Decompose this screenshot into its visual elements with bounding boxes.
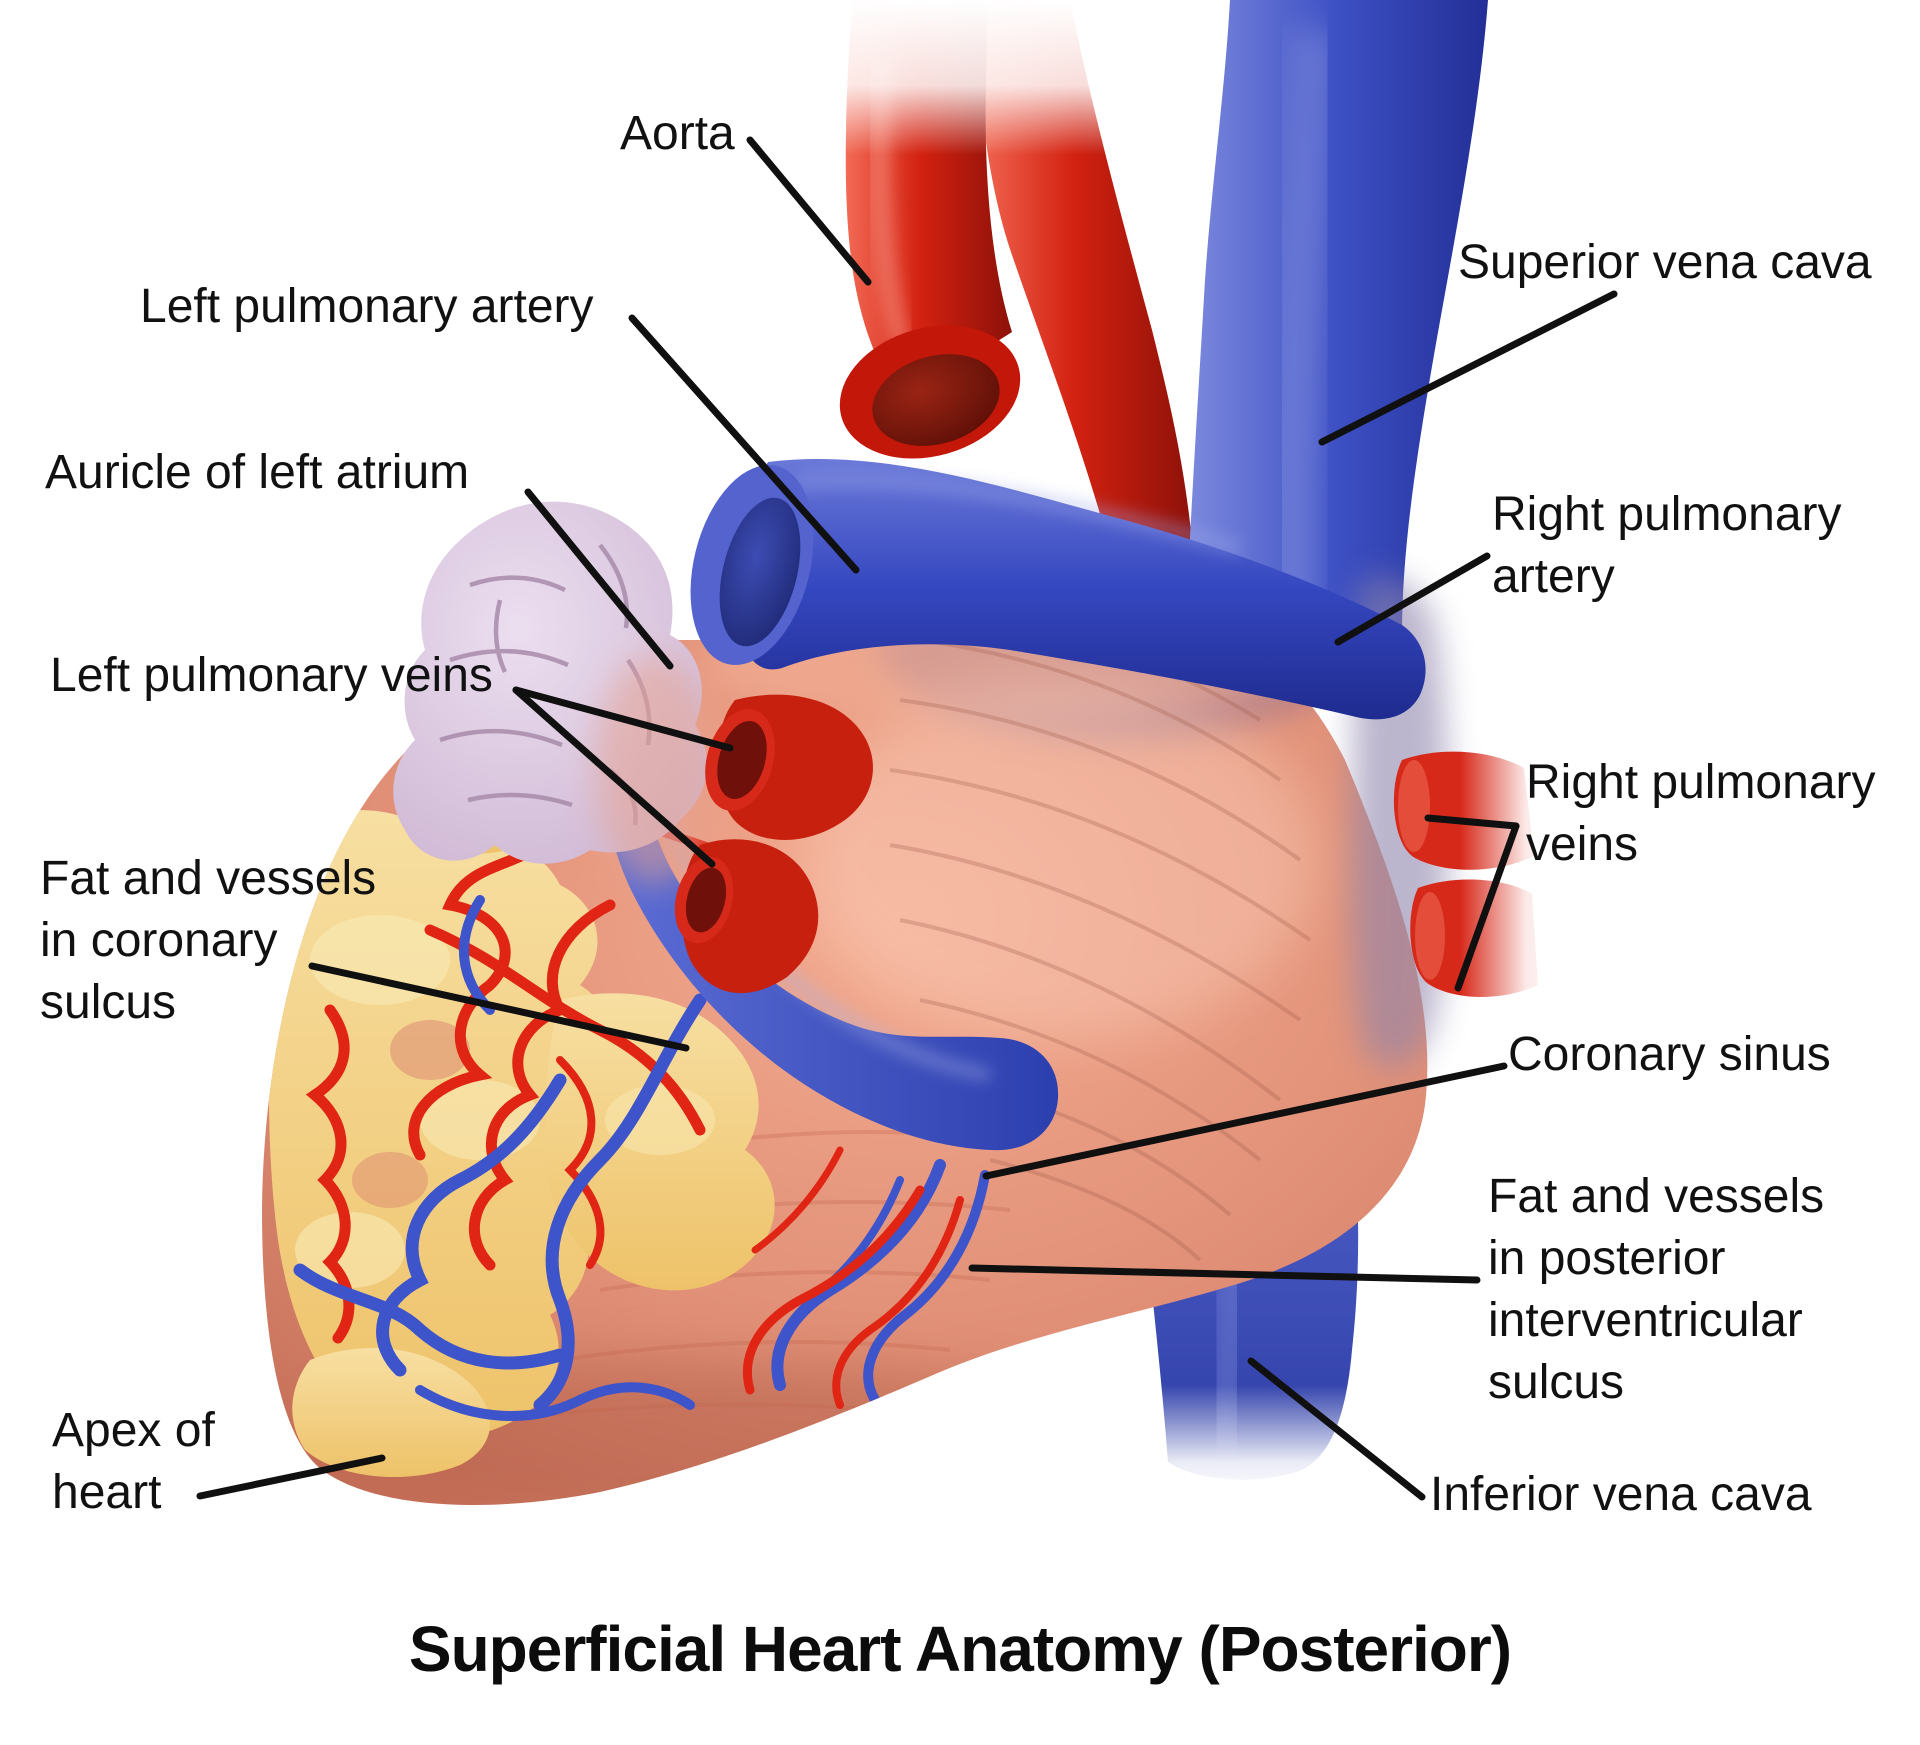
posterior-interventricular-vessels	[742, 1146, 990, 1409]
label-right-pulmonary-veins-leader	[1454, 822, 1520, 992]
label-inferior-vena-cava-leader	[1247, 1357, 1426, 1501]
figure-title: Superficial Heart Anatomy (Posterior)	[408, 1613, 1512, 1685]
pulmonary-arteries	[690, 459, 1426, 720]
label-fat-coronary-sulcus-leader	[308, 962, 690, 1052]
label-apex-of-heart-leader	[196, 1454, 386, 1500]
label-coronary-sinus-leader	[982, 1062, 1508, 1180]
auricle-of-left-atrium	[393, 501, 715, 885]
label-auricle-of-left-atrium-leader	[524, 488, 674, 670]
label-left-pulmonary-veins-leader	[512, 686, 734, 752]
label-superior-vena-cava-leader	[1318, 290, 1618, 446]
right-pulmonary-artery	[739, 459, 1426, 720]
label-aorta-leader	[746, 136, 872, 286]
superior-vena-cava	[1185, 0, 1488, 645]
label-left-pulmonary-veins-leader	[512, 686, 716, 868]
cardiac-veins	[293, 895, 707, 1422]
label-left-pulmonary-artery-leader	[628, 314, 860, 574]
right-fade	[1460, 690, 1570, 1060]
label-right-pulmonary-artery-leader	[1334, 552, 1491, 646]
bottom-fade	[1080, 1385, 1390, 1495]
heart-body	[262, 600, 1428, 1505]
label-right-pulmonary-veins-leader	[1424, 814, 1520, 830]
label-fat-posterior-interventricular-sulcus-leader	[968, 1264, 1481, 1284]
top-fade	[770, 0, 1210, 155]
left-pulmonary-veins	[674, 694, 873, 994]
